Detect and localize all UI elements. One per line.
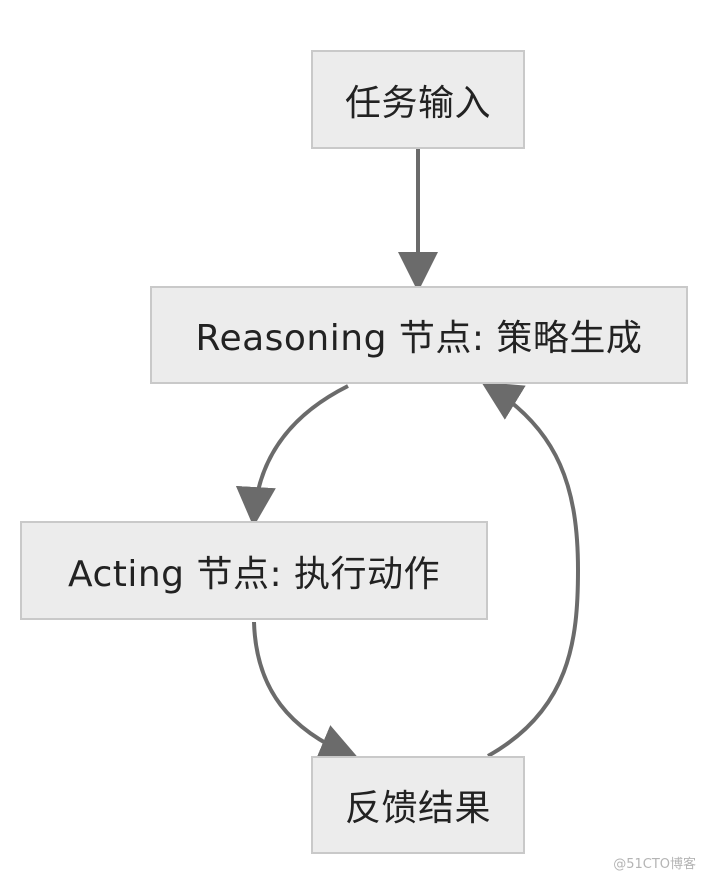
node-acting: Acting 节点: 执行动作	[20, 521, 488, 620]
node-reasoning-label: Reasoning 节点: 策略生成	[195, 318, 643, 359]
node-task-input: 任务输入	[311, 50, 525, 149]
node-feedback: 反馈结果	[311, 756, 525, 854]
node-task-input-label: 任务输入	[344, 82, 491, 124]
node-acting-label: Acting 节点: 执行动作	[67, 553, 441, 595]
edge-acting-to-feedback	[252, 621, 360, 763]
node-reasoning: Reasoning 节点: 策略生成	[150, 286, 688, 384]
watermark: @51CTO博客	[613, 857, 696, 872]
edge-feedback-to-reasoning	[481, 381, 581, 758]
edge-reasoning-to-acting	[235, 384, 349, 527]
node-feedback-label: 反馈结果	[344, 788, 491, 829]
